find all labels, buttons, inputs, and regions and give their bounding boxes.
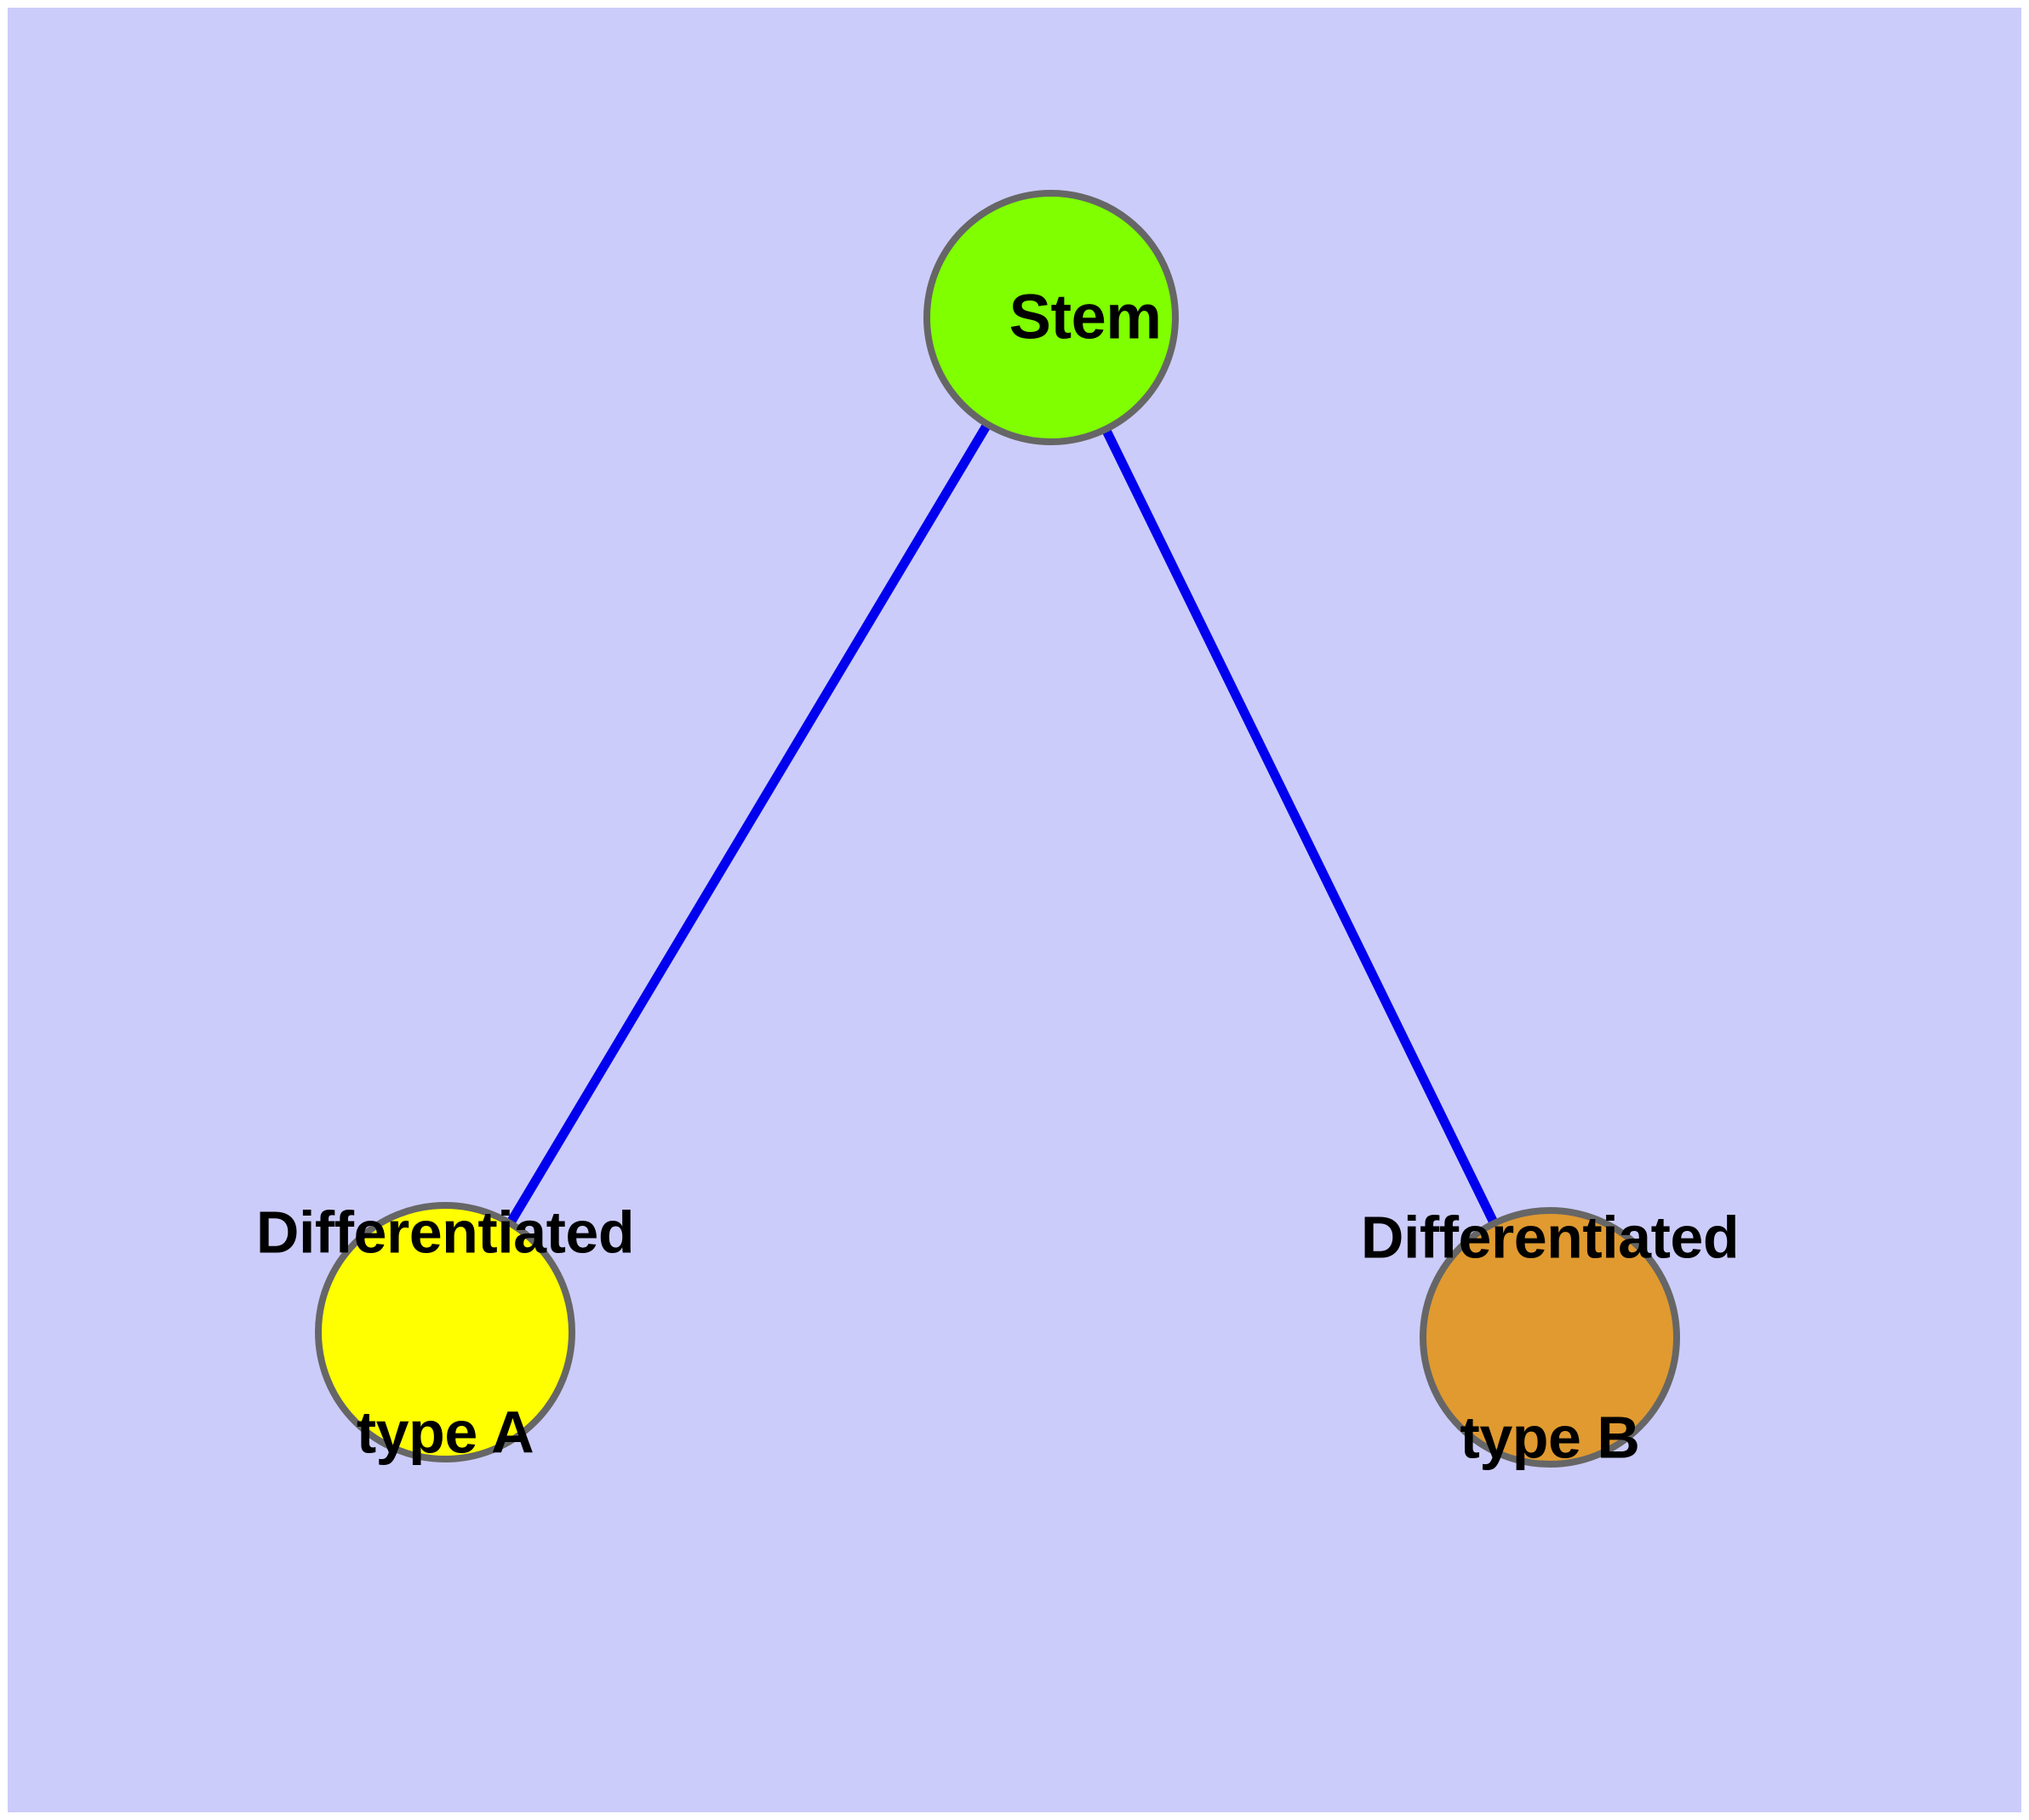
edge-stem-to-type-a	[441, 315, 1055, 1335]
edge-layer	[441, 315, 1554, 1340]
edge-stem-to-type-b	[1047, 315, 1554, 1340]
node-stem[interactable]	[923, 190, 1179, 445]
node-layer	[315, 190, 1680, 1468]
node-differentiated-type-a[interactable]	[315, 1202, 575, 1462]
node-differentiated-type-b[interactable]	[1420, 1207, 1680, 1468]
